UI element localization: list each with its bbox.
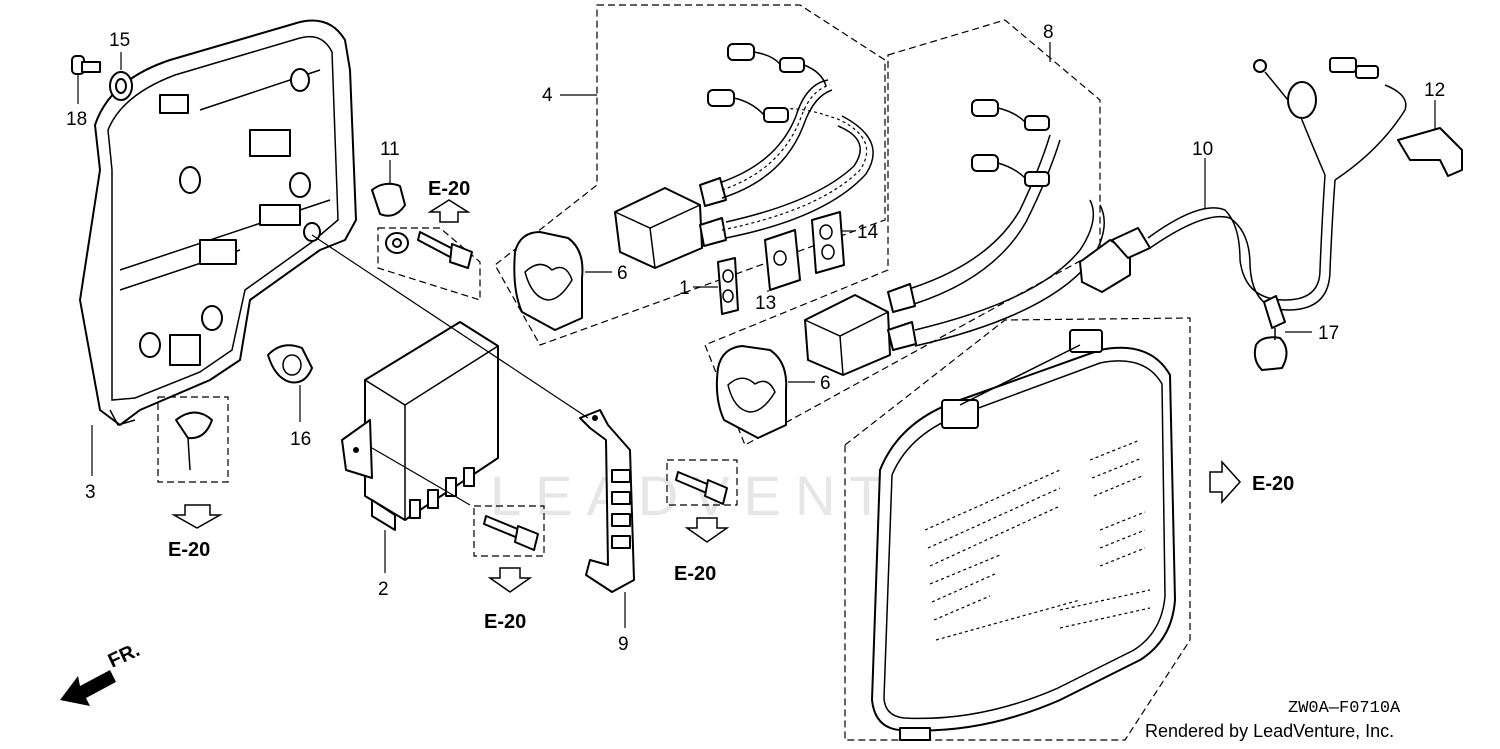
vent-holes (924, 439, 1151, 641)
clamp-17 (1253, 295, 1288, 371)
side-cover (871, 329, 1176, 741)
nut-15 (109, 71, 133, 101)
clip-12 (1397, 127, 1463, 177)
ref-label-2: E-20 (428, 178, 470, 200)
credit-text: Rendered by LeadVenture, Inc. (1145, 721, 1394, 741)
ref-arrow-down-1 (171, 504, 223, 529)
clip-13 (764, 229, 801, 291)
callout-16: 16 (290, 429, 311, 450)
ref-label-4: E-20 (674, 563, 716, 585)
callout-13: 13 (755, 293, 776, 314)
rubber-mount-6b (715, 345, 788, 439)
callout-1: 1 (679, 278, 690, 299)
callout-6b: 6 (820, 373, 831, 394)
wire-harness-10 (1079, 57, 1407, 311)
callout-3: 3 (85, 482, 96, 503)
ignition-coil-8 (804, 99, 1105, 376)
bolt-18 (71, 55, 101, 75)
ignition-coil-4 (614, 43, 874, 269)
clamp-16 (267, 344, 313, 384)
ref-label-5: E-20 (1252, 473, 1294, 495)
bolt-lower (483, 515, 539, 551)
clip-11 (371, 182, 406, 217)
control-unit-2 (341, 321, 499, 531)
ref-arrow-down-3 (684, 517, 730, 543)
ref-label-3: E-20 (484, 611, 526, 633)
ref-label-1: E-20 (168, 539, 210, 561)
washer-bolt (385, 231, 473, 269)
rubber-mount-6a (513, 231, 584, 331)
ref-arrow-down-2 (487, 567, 533, 593)
clip-1 (717, 257, 739, 315)
bolt-right (675, 471, 728, 505)
drawing-code: ZW0A—F0710A (1288, 699, 1401, 718)
callout-4: 4 (542, 85, 553, 106)
callout-14: 14 (857, 222, 879, 243)
tie-band (175, 411, 213, 471)
callout-15: 15 (109, 30, 130, 51)
callout-11: 11 (380, 139, 400, 160)
front-label: FR. (105, 639, 143, 673)
callout-8: 8 (1043, 22, 1054, 43)
ref-arrow-up-1 (427, 199, 471, 223)
control-panel-frame (79, 19, 357, 426)
callout-2: 2 (378, 579, 389, 600)
ref-arrow-right-1 (1209, 460, 1242, 504)
callout-17: 17 (1318, 323, 1339, 344)
bracket-9 (579, 409, 635, 593)
callout-18: 18 (66, 109, 87, 130)
callout-9: 9 (618, 634, 629, 655)
front-arrow-icon (60, 670, 116, 706)
clip-14 (811, 211, 845, 274)
callout-12: 12 (1424, 80, 1445, 101)
callout-6a: 6 (617, 263, 628, 284)
callout-10: 10 (1192, 139, 1213, 160)
